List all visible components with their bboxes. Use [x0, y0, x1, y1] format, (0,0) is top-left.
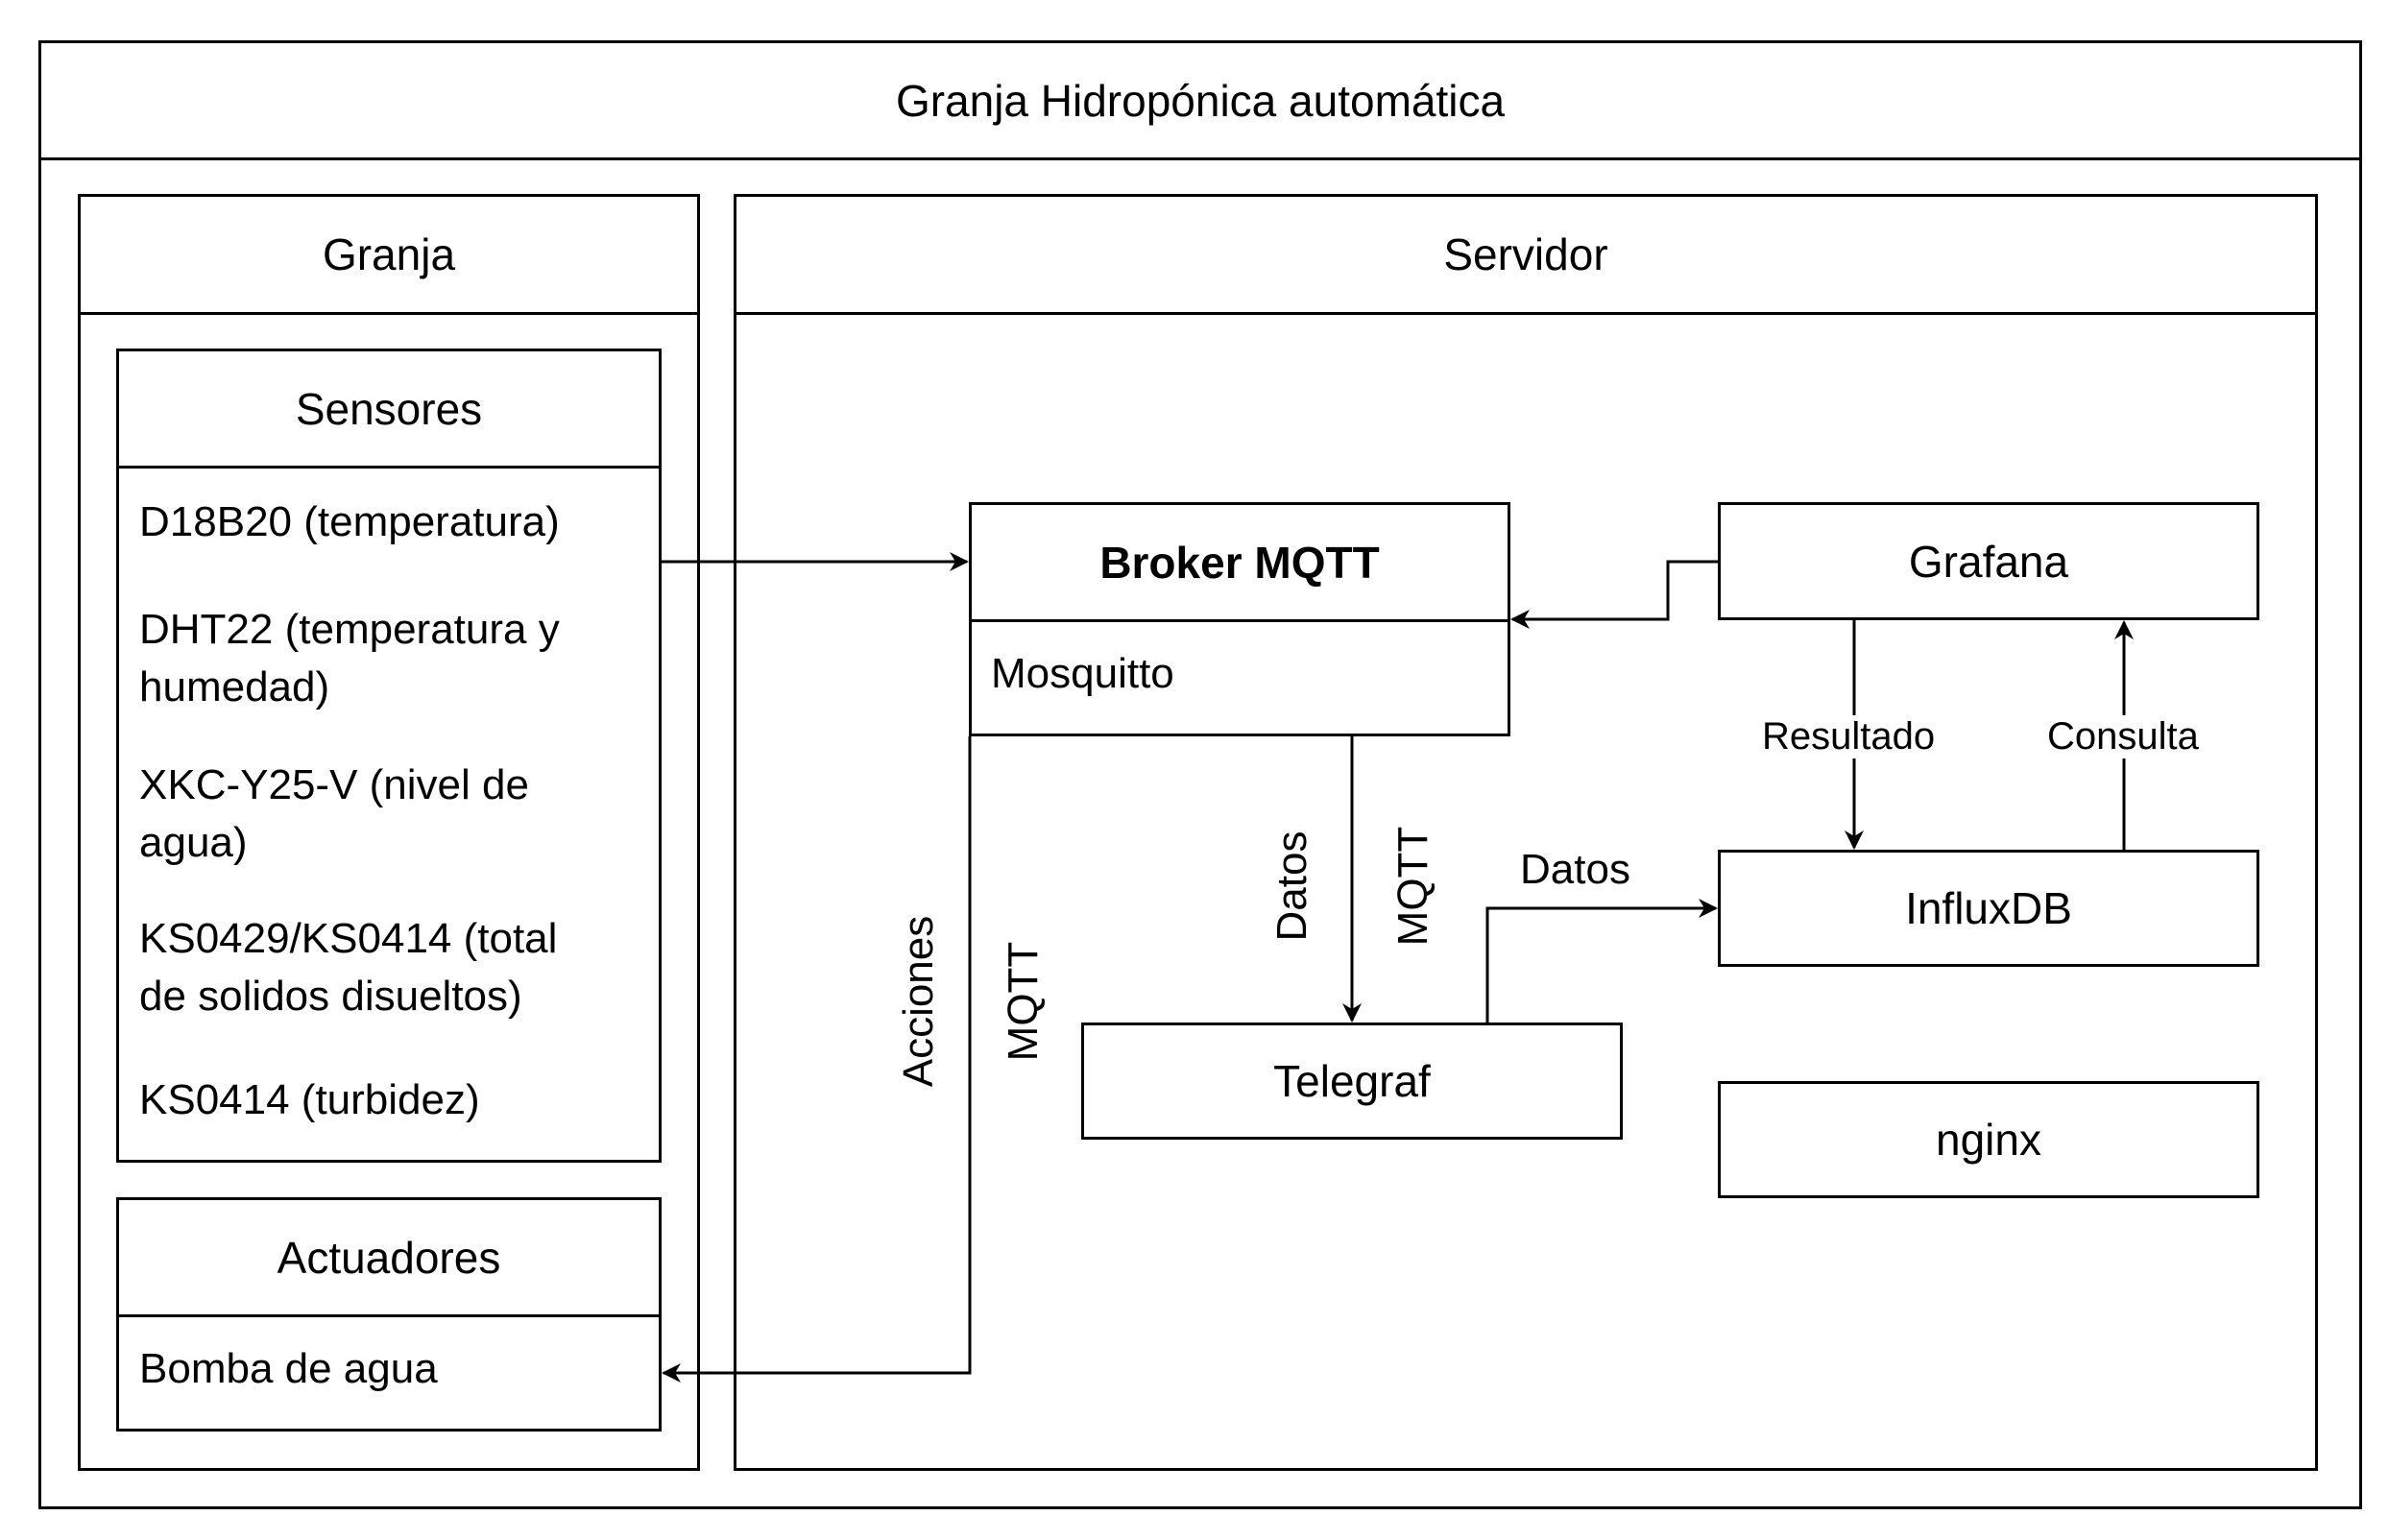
broker-mqtt-box: Broker MQTT	[969, 502, 1510, 736]
servidor-title-bar: Servidor	[736, 197, 2315, 315]
sensor-item: agua)	[139, 819, 248, 866]
sensor-item: DHT22 (temperatura y	[139, 606, 560, 653]
edge-telegraf-influxdb	[1485, 899, 1718, 1023]
page-title: Granja Hidropónica automática	[895, 75, 1506, 126]
broker-title-bar: Broker MQTT	[972, 505, 1508, 622]
servidor-container: Servidor	[734, 194, 2318, 1471]
broker-title: Broker MQTT	[1099, 537, 1380, 588]
telegraf-label: Telegraf	[1273, 1056, 1431, 1106]
granja-title-bar: Granja	[81, 197, 697, 315]
actuadores-title-bar: Actuadores	[119, 1200, 659, 1317]
grafana-label: Grafana	[1908, 536, 2069, 587]
actuador-item: Bomba de agua	[139, 1345, 438, 1392]
influxdb-label: InfluxDB	[1905, 883, 2072, 933]
sensor-item: KS0429/KS0414 (total	[139, 915, 558, 962]
edge-label-resultado: Resultado	[1758, 715, 1940, 758]
sensor-item: KS0414 (turbidez)	[139, 1076, 480, 1123]
edge-label-acciones: Acciones	[895, 915, 942, 1088]
sensores-box: Sensores	[116, 349, 662, 1163]
edge-broker-actuadores	[662, 736, 972, 1383]
servidor-title: Servidor	[1443, 229, 1608, 279]
edge-label-consulta: Consulta	[2043, 715, 2203, 758]
sensores-title: Sensores	[295, 383, 483, 434]
nginx-box: nginx	[1718, 1081, 2259, 1198]
telegraf-box: Telegraf	[1081, 1023, 1623, 1140]
sensor-item: de solidos disueltos)	[139, 973, 522, 1020]
edge-label-mqtt-broker: MQTT	[1389, 826, 1436, 947]
actuadores-box: Actuadores	[116, 1197, 662, 1432]
grafana-box: Grafana	[1718, 502, 2259, 620]
edge-label-acciones-mqtt: MQTT	[1000, 941, 1047, 1062]
influxdb-box: InfluxDB	[1718, 850, 2259, 967]
sensor-item: D18B20 (temperatura)	[139, 498, 560, 545]
actuadores-title: Actuadores	[277, 1232, 501, 1283]
main-title-bar: Granja Hidropónica automática	[41, 43, 2359, 160]
nginx-label: nginx	[1936, 1115, 2041, 1165]
sensor-item: humedad)	[139, 663, 330, 710]
edge-grafana-broker	[1510, 560, 1718, 629]
broker-subtitle: Mosquitto	[991, 650, 1174, 697]
edge-label-datos-broker: Datos	[1268, 830, 1315, 942]
sensores-title-bar: Sensores	[119, 351, 659, 469]
granja-title: Granja	[322, 229, 456, 279]
edge-label-datos-telegraf: Datos	[1520, 846, 1630, 893]
sensor-item: XKC-Y25-V (nivel de	[139, 761, 529, 808]
